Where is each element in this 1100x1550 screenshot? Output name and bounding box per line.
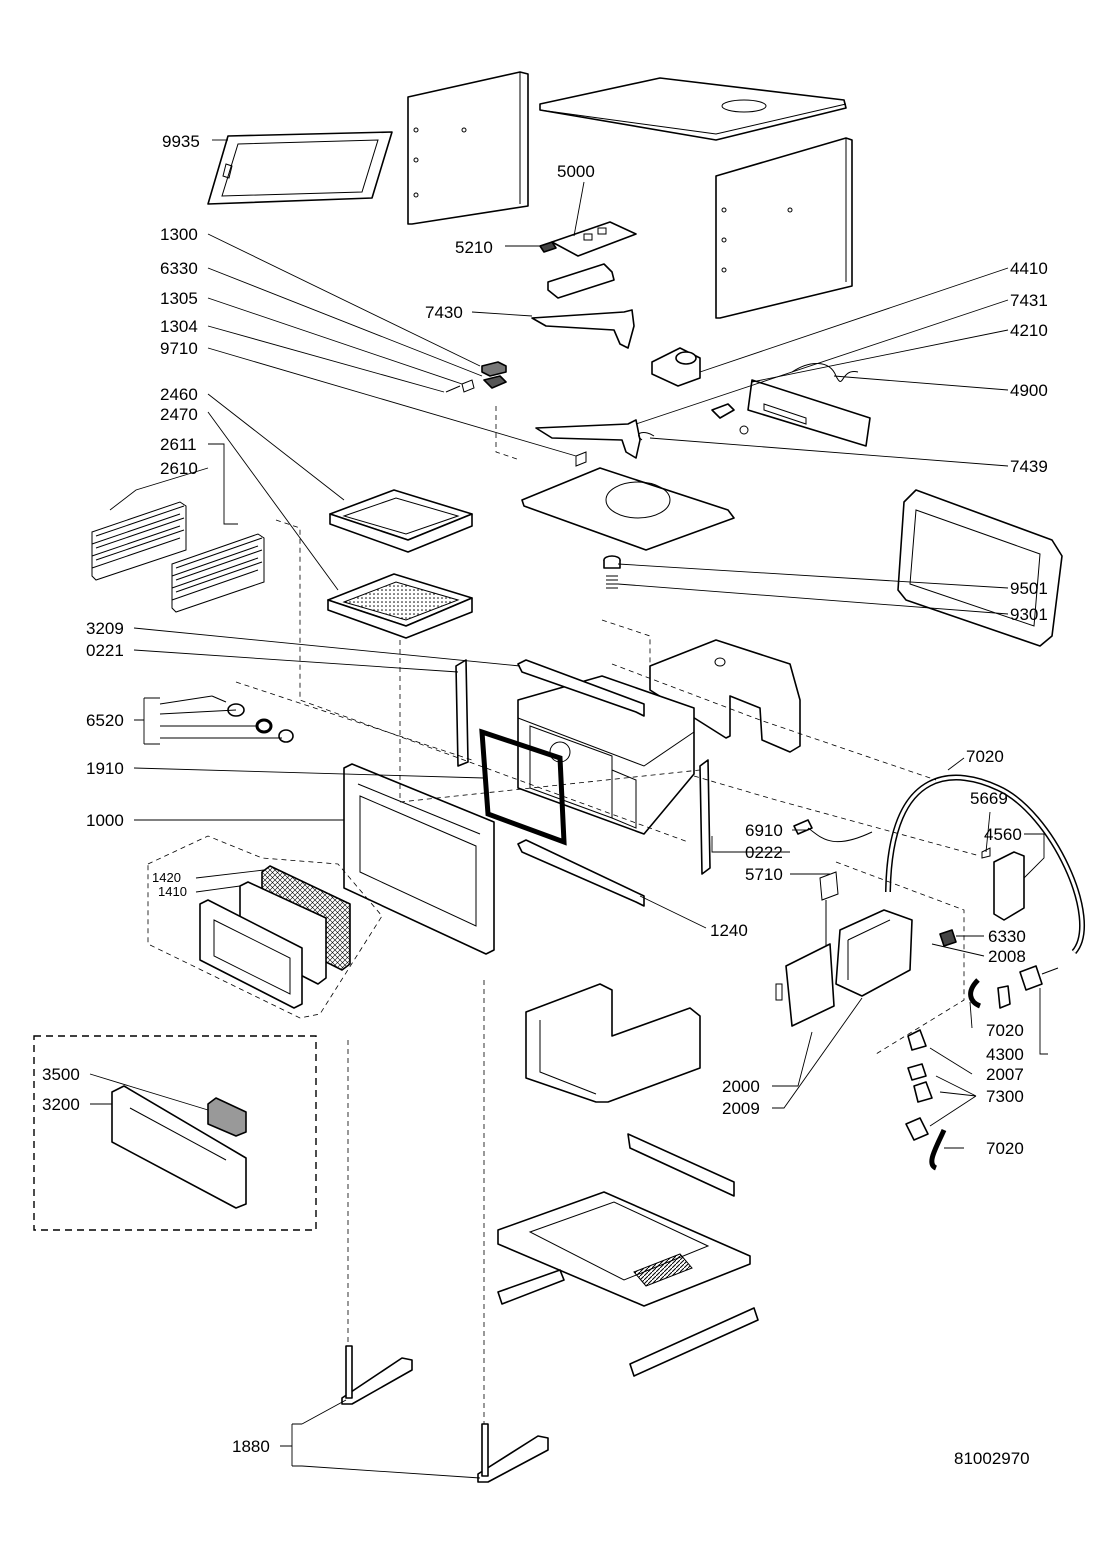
part-left-side-panel — [407, 71, 529, 225]
part-1880-foot-2 — [477, 1423, 549, 1483]
label-5669: 5669 — [970, 789, 1008, 808]
part-top-panel — [539, 77, 847, 141]
label-6520: 6520 — [86, 711, 124, 730]
part-7020-hose-small — [968, 978, 982, 1009]
part-base-tray — [497, 1191, 751, 1307]
part-9935-tray — [207, 131, 393, 205]
label-1410: 1410 — [158, 884, 187, 899]
label-7020-mid: 7020 — [986, 1021, 1024, 1040]
label-1300: 1300 — [160, 225, 198, 244]
part-7439-wire — [638, 432, 655, 441]
label-2611: 2611 — [160, 435, 197, 454]
part-4560-valve — [981, 847, 1025, 921]
part-2470-perforated-pan — [327, 573, 473, 639]
part-2460-pan — [329, 489, 473, 553]
part-6520-lamp-set — [211, 695, 294, 743]
part-4410-fan-motor — [651, 347, 701, 387]
label-3200: 3200 — [42, 1095, 80, 1114]
label-7431: 7431 — [1010, 291, 1048, 310]
document-number: 81002970 — [954, 1449, 1030, 1468]
part-cavity-cover — [649, 639, 801, 753]
part-2000-tank — [775, 943, 835, 1027]
label-4560: 4560 — [984, 825, 1022, 844]
label-7020-bottom: 7020 — [986, 1139, 1024, 1158]
part-base-rail-left — [497, 1269, 565, 1305]
label-9301: 9301 — [1010, 605, 1048, 624]
part-1000-door — [343, 763, 495, 955]
label-3209: 3209 — [86, 619, 124, 638]
label-1420: 1420 — [152, 870, 181, 885]
label-2009: 2009 — [722, 1099, 760, 1118]
label-1304: 1304 — [160, 317, 198, 336]
part-1910-gasket — [479, 728, 567, 846]
part-bottom-frame — [525, 983, 701, 1103]
part-7020-hose-lower — [929, 1128, 947, 1171]
label-0221: 0221 — [86, 641, 124, 660]
label-9935: 9935 — [162, 132, 200, 151]
part-9501-9301 — [603, 555, 621, 589]
label-5710: 5710 — [745, 865, 783, 884]
label-2008: 2008 — [988, 947, 1026, 966]
label-4210: 4210 — [1010, 321, 1048, 340]
label-2007: 2007 — [986, 1065, 1024, 1084]
group-1420-1410 — [147, 835, 383, 1019]
label-2460: 2460 — [160, 385, 198, 404]
part-0222-strip — [699, 759, 711, 875]
label-1240: 1240 — [710, 921, 748, 940]
part-5000-board — [539, 221, 637, 257]
label-9501: 9501 — [1010, 579, 1048, 598]
label-2610: 2610 — [160, 459, 198, 478]
part-1240-strip — [517, 839, 645, 907]
label-0222: 0222 — [745, 843, 783, 862]
part-3209-strip — [517, 659, 645, 717]
label-6330-right: 6330 — [988, 927, 1026, 946]
label-5210: 5210 — [455, 238, 493, 257]
part-base-rail-right — [629, 1307, 759, 1377]
label-7300: 7300 — [986, 1087, 1024, 1106]
part-labels: 9935 5000 5210 1300 6330 1305 1304 9710 … — [42, 132, 1048, 1468]
label-1000: 1000 — [86, 811, 124, 830]
label-2000: 2000 — [722, 1077, 760, 1096]
dashed-outline-water — [835, 861, 965, 1055]
part-7300-fittings — [905, 1029, 933, 1141]
part-tray-under-board — [547, 263, 615, 299]
label-4900: 4900 — [1010, 381, 1048, 400]
part-6910-lamp — [793, 819, 873, 843]
label-1910: 1910 — [86, 759, 124, 778]
part-7020-hose — [885, 774, 1086, 954]
part-2611-rack — [171, 533, 265, 613]
label-6330: 6330 — [160, 259, 198, 278]
label-3500: 3500 — [42, 1065, 80, 1084]
part-base-rail-top — [627, 1133, 735, 1197]
part-base-plate — [521, 451, 735, 551]
label-4410: 4410 — [1010, 259, 1048, 278]
label-2470: 2470 — [160, 405, 198, 424]
part-7431-plate — [535, 419, 641, 459]
guide-lines — [235, 406, 981, 1424]
label-9710: 9710 — [160, 339, 198, 358]
label-6910: 6910 — [745, 821, 783, 840]
part-0221-strip — [455, 659, 469, 767]
part-right-side-panel — [715, 137, 853, 319]
label-7430: 7430 — [425, 303, 463, 322]
part-1300-switch — [445, 361, 507, 393]
label-7439: 7439 — [1010, 457, 1048, 476]
label-1880: 1880 — [232, 1437, 270, 1456]
part-5710-rod — [819, 871, 839, 946]
label-1305: 1305 — [160, 289, 198, 308]
leader-lines — [89, 139, 1048, 1479]
part-4300-pump — [997, 965, 1059, 1009]
part-control-panel — [711, 363, 871, 447]
label-4300: 4300 — [986, 1045, 1024, 1064]
label-7020-top: 7020 — [966, 747, 1004, 766]
part-2009-tank — [835, 909, 913, 997]
part-door-glass-frame — [897, 489, 1063, 647]
part-7430-bracket — [531, 309, 635, 349]
part-2610-rack — [91, 501, 187, 581]
part-1880-foot-1 — [341, 1345, 413, 1405]
group-3500-3200 — [33, 1035, 317, 1231]
label-5000: 5000 — [557, 162, 595, 181]
part-6330-sensor — [939, 929, 957, 947]
